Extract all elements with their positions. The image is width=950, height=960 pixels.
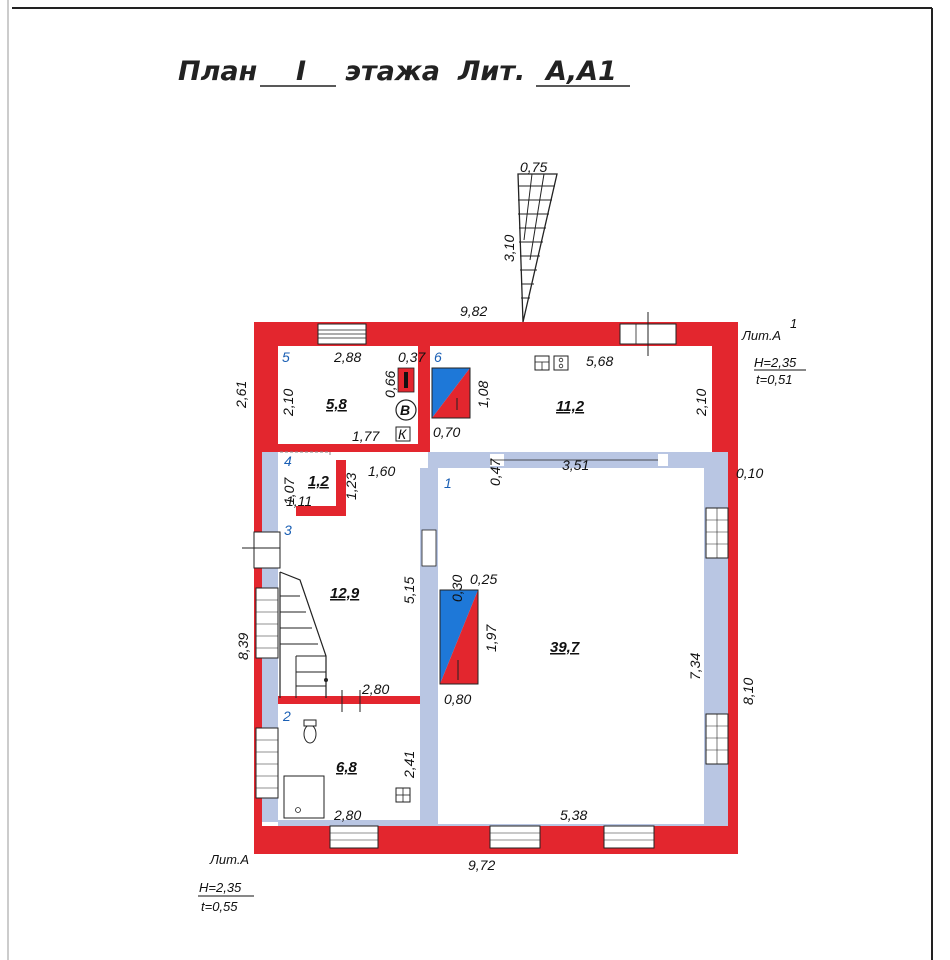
dim-right-offset: 0,10: [736, 465, 763, 481]
room-number: 4: [284, 453, 292, 469]
lit-a-legend: Лит.А Н=2,35 t=0,55: [198, 852, 254, 914]
shower-icon: [283, 775, 325, 819]
room-5: 5 5,8 2,88 2,10 1,77: [280, 349, 380, 444]
dim-bottom-length: 9,72: [468, 857, 495, 873]
room-dim-c: 1,23: [343, 473, 359, 500]
stove-upper-dim-2: 1,08: [475, 381, 491, 408]
entrance-stair: 0,75 3,10: [501, 159, 558, 323]
lit-a-label: Лит.А: [209, 852, 249, 867]
stove-lower-dim-2: 1,97: [483, 624, 499, 652]
room-dim-top: 1,60: [368, 463, 395, 479]
room-dim-a: 1,07: [281, 477, 297, 505]
room-1: 1 39,7 3,51 0,47 7,34 5,38: [444, 457, 703, 823]
lit-a1-superscript: 1: [790, 316, 797, 331]
porch-length: 3,10: [501, 235, 517, 262]
room-dim-b: 1,11: [286, 493, 312, 509]
boiler-icon: [395, 399, 417, 421]
room-area: 5,8: [326, 396, 348, 413]
boiler-letter: В: [400, 402, 410, 418]
lit-a1-thickness: t=0,51: [756, 372, 793, 387]
room-dim-top: 3,51: [562, 457, 589, 473]
title-floor: I: [296, 56, 306, 87]
room-number: 1: [444, 475, 452, 491]
title-lit-value: А,А1: [544, 56, 617, 87]
lit-a-thickness: t=0,55: [201, 899, 238, 914]
lit-a1-legend: Лит.А 1 Н=2,35 t=0,51: [741, 316, 806, 387]
plan-title: План I этажа Лит. А,А1: [178, 56, 630, 87]
exterior-dimensions: 9,82 9,72 8,10 2,61 8,39 0,10: [233, 303, 763, 873]
room-area: 1,2: [308, 473, 330, 490]
room-number: 3: [284, 522, 292, 538]
room-6: 6 11,2 5,68 2,10: [434, 349, 709, 417]
walls-lit-a: [242, 452, 738, 854]
lit-a1-height: Н=2,35: [754, 355, 797, 370]
title-lit-label: Лит.: [457, 56, 525, 87]
dim-left-lower: 8,39: [235, 633, 251, 660]
room-dim-height: 7,34: [687, 653, 703, 680]
room-dim-width: 2,88: [333, 349, 361, 365]
room-3: 3 12,9 1,60 5,15 2,80: [284, 463, 417, 697]
stove-lower-dims: 0,30 0,25 1,97 0,80: [444, 571, 499, 707]
title-prefix: План: [178, 56, 257, 87]
meter-icon: [395, 426, 411, 442]
porch-width: 0,75: [520, 159, 547, 175]
dim-top-length: 9,82: [460, 303, 487, 319]
toilet-icon: [303, 724, 317, 744]
stove-lower-dim-1: 0,25: [470, 571, 497, 587]
lit-a-height: Н=2,35: [199, 880, 242, 895]
room-dim-bottom: 5,38: [560, 807, 587, 823]
stove-lower-dim-3: 0,80: [444, 691, 471, 707]
dim-right-height: 8,10: [740, 678, 756, 705]
meter-letter: К: [398, 426, 407, 442]
stove-upper-dim-3: 0,70: [433, 424, 460, 440]
room-number: 2: [282, 708, 291, 724]
title-middle: этажа: [345, 56, 440, 87]
room-dim-height: 2,10: [693, 389, 709, 417]
cooker-icon: [553, 355, 569, 371]
room-number: 5: [282, 349, 290, 365]
stove-lower: [439, 589, 479, 685]
room-dim-height: 2,41: [401, 751, 417, 779]
room-area: 6,8: [336, 759, 358, 776]
interior-stair: [279, 571, 328, 698]
stove-upper-dims: 0,37 0,66 1,08 0,70: [382, 349, 491, 440]
room-2: 2 6,8 2,41 2,80: [282, 708, 417, 823]
room-dim-offset: 0,47: [487, 458, 503, 486]
stove-upper: [397, 367, 471, 419]
room-dim-bottom: 1,77: [352, 428, 380, 444]
room-4: 4 1,2 1,07 1,11 1,23: [281, 453, 359, 509]
room-area: 11,2: [556, 398, 585, 415]
room-dim-bottom: 2,80: [361, 681, 389, 697]
dim-left-upper: 2,61: [233, 381, 249, 409]
room-area: 39,7: [550, 639, 580, 656]
stove-upper-dim-1: 0,66: [382, 371, 398, 398]
room-dim-height: 2,10: [280, 389, 296, 417]
room-number: 6: [434, 349, 442, 365]
room-dim-height: 5,15: [401, 577, 417, 604]
fixtures: В К: [283, 355, 569, 819]
stove-upper-dim-0: 0,37: [398, 349, 426, 365]
stove-lower-dim-0: 0,30: [449, 575, 465, 602]
lit-a1-label: Лит.А: [741, 328, 781, 343]
room-dim-width: 5,68: [586, 353, 613, 369]
walls-lit-a1: [254, 312, 738, 452]
room-dim-bottom: 2,80: [333, 807, 361, 823]
room-area: 12,9: [330, 585, 360, 602]
